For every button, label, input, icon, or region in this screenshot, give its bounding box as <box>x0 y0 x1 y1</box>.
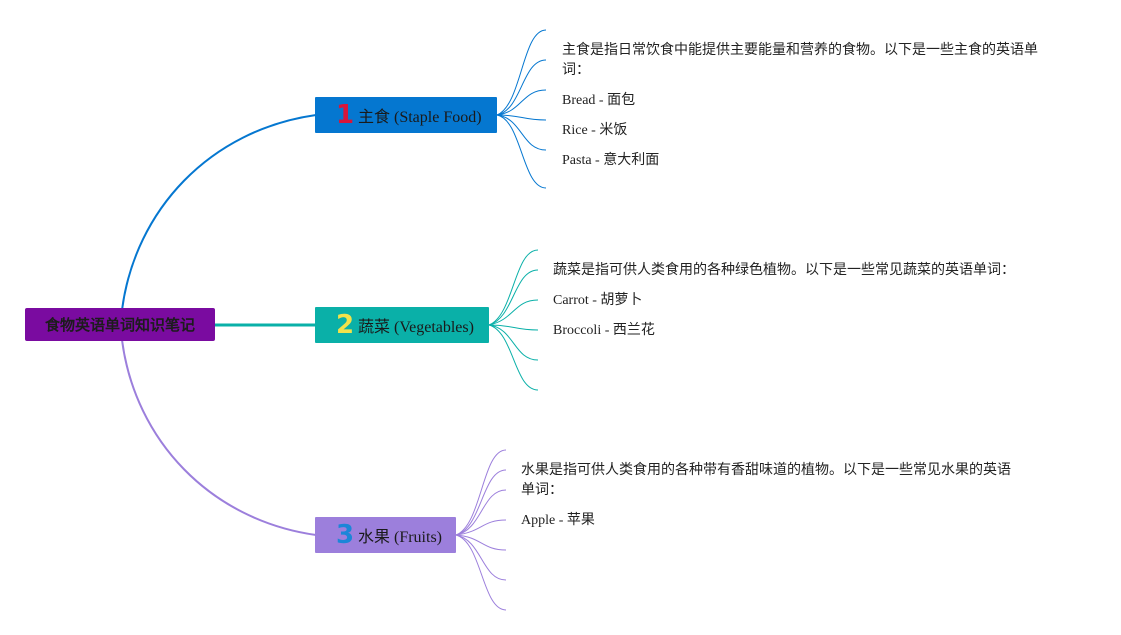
branch-topic-fruits[interactable]: 3 水果 (Fruits) <box>315 517 456 553</box>
subtopic-item[interactable]: Carrot - 胡萝卜 <box>553 293 643 308</box>
root-topic[interactable]: 食物英语单词知识笔记 <box>25 308 215 341</box>
subtopic-item[interactable]: Broccoli - 西兰花 <box>553 323 655 338</box>
connector-root-branch-1 <box>121 114 317 311</box>
number-one-icon: 1 <box>335 100 355 130</box>
subtopic-item[interactable]: Rice - 米饭 <box>562 123 628 138</box>
subtopic-item[interactable]: Apple - 苹果 <box>521 513 595 528</box>
branch-topic-label: 水果 (Fruits) <box>358 529 443 546</box>
branch-3-fan <box>455 449 507 611</box>
branch-topic-label: 主食 (Staple Food) <box>358 109 482 126</box>
branch-topic-vegetables[interactable]: 2 蔬菜 (Vegetables) <box>315 307 489 343</box>
branch-1-fan <box>496 29 547 189</box>
subtopic-item[interactable]: Bread - 面包 <box>562 93 636 108</box>
subtopic-description[interactable]: 蔬菜是指可供人类食用的各种绿色植物。以下是一些常见蔬菜的英语单词： <box>553 263 1015 278</box>
connector-root-branch-3 <box>121 339 317 536</box>
subtopic-description[interactable]: 主食是指日常饮食中能提供主要能量和营养的食物。以下是一些主食的英语单词： <box>562 43 1038 78</box>
subtopic-item[interactable]: Pasta - 意大利面 <box>562 153 660 168</box>
subtopic-description[interactable]: 水果是指可供人类食用的各种带有香甜味道的植物。以下是一些常见水果的英语单词： <box>521 463 1011 498</box>
branch-2-fan <box>488 249 539 391</box>
root-topic-label: 食物英语单词知识笔记 <box>44 316 195 334</box>
number-three-icon: 3 <box>335 520 355 550</box>
branch-topic-label: 蔬菜 (Vegetables) <box>358 319 474 336</box>
number-two-icon: 2 <box>335 310 355 340</box>
branch-topic-staple-food[interactable]: 1 主食 (Staple Food) <box>315 97 497 133</box>
